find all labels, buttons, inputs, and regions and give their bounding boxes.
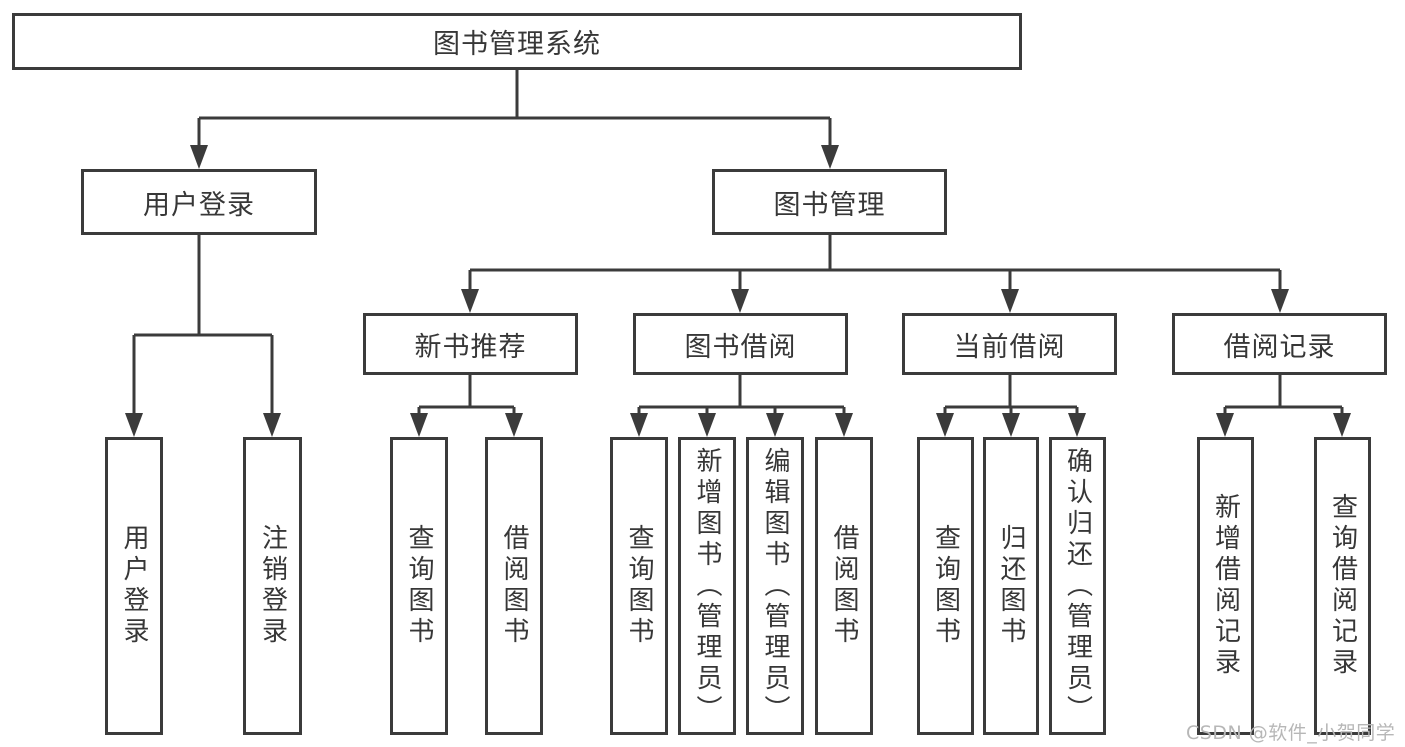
node-records-query-record: 查询借阅记录 <box>1314 437 1371 735</box>
node-label: 确认归还（管理员） <box>1062 446 1093 726</box>
node-label: 新书推荐 <box>414 331 527 363</box>
node-current-borrowing: 当前借阅 <box>902 313 1117 375</box>
node-label: 图书借阅 <box>684 331 797 363</box>
node-newbook-borrow-books: 借阅图书 <box>485 437 543 735</box>
node-records-add-record: 新增借阅记录 <box>1197 437 1254 735</box>
node-borrowing-borrow-books: 借阅图书 <box>815 437 873 735</box>
node-label: 图书管理 <box>773 189 886 221</box>
node-label: 图书管理系统 <box>433 29 601 60</box>
node-label: 归还图书 <box>996 524 1026 648</box>
node-newbook-query-books: 查询图书 <box>390 437 448 735</box>
node-current-return-books: 归还图书 <box>983 437 1039 735</box>
node-logout: 注销登录 <box>243 437 302 735</box>
node-label: 借阅记录 <box>1223 331 1336 363</box>
node-label: 用户登录 <box>119 524 149 648</box>
node-book-borrowing: 图书借阅 <box>633 313 848 375</box>
node-borrowing-query-books: 查询图书 <box>610 437 668 735</box>
node-book-management: 图书管理 <box>712 169 947 235</box>
node-label: 借阅图书 <box>829 524 859 648</box>
node-label: 新增借阅记录 <box>1210 493 1241 679</box>
node-borrowing-edit-books-admin: 编辑图书（管理员） <box>746 437 804 735</box>
node-new-book-recommendation: 新书推荐 <box>363 313 578 375</box>
node-label: 查询图书 <box>624 524 654 648</box>
node-label: 查询图书 <box>930 524 961 648</box>
node-label: 当前借阅 <box>953 331 1066 363</box>
node-library-management-system: 图书管理系统 <box>12 13 1022 70</box>
node-label: 借阅图书 <box>499 524 529 648</box>
csdn-watermark: CSDN @软件_小贺同学 <box>1186 722 1396 744</box>
node-label: 新增图书（管理员） <box>692 446 722 726</box>
node-current-query-books: 查询图书 <box>917 437 974 735</box>
node-label: 注销登录 <box>257 524 288 648</box>
node-borrowing-add-books-admin: 新增图书（管理员） <box>678 437 736 735</box>
node-label: 查询借阅记录 <box>1327 493 1358 679</box>
node-user-login: 用户登录 <box>81 169 317 235</box>
node-user-login-leaf: 用户登录 <box>105 437 163 735</box>
node-label: 用户登录 <box>143 189 255 221</box>
node-borrowing-records: 借阅记录 <box>1172 313 1387 375</box>
node-label: 查询图书 <box>404 524 434 648</box>
node-current-confirm-return-admin: 确认归还（管理员） <box>1049 437 1106 735</box>
node-label: 编辑图书（管理员） <box>760 446 790 726</box>
